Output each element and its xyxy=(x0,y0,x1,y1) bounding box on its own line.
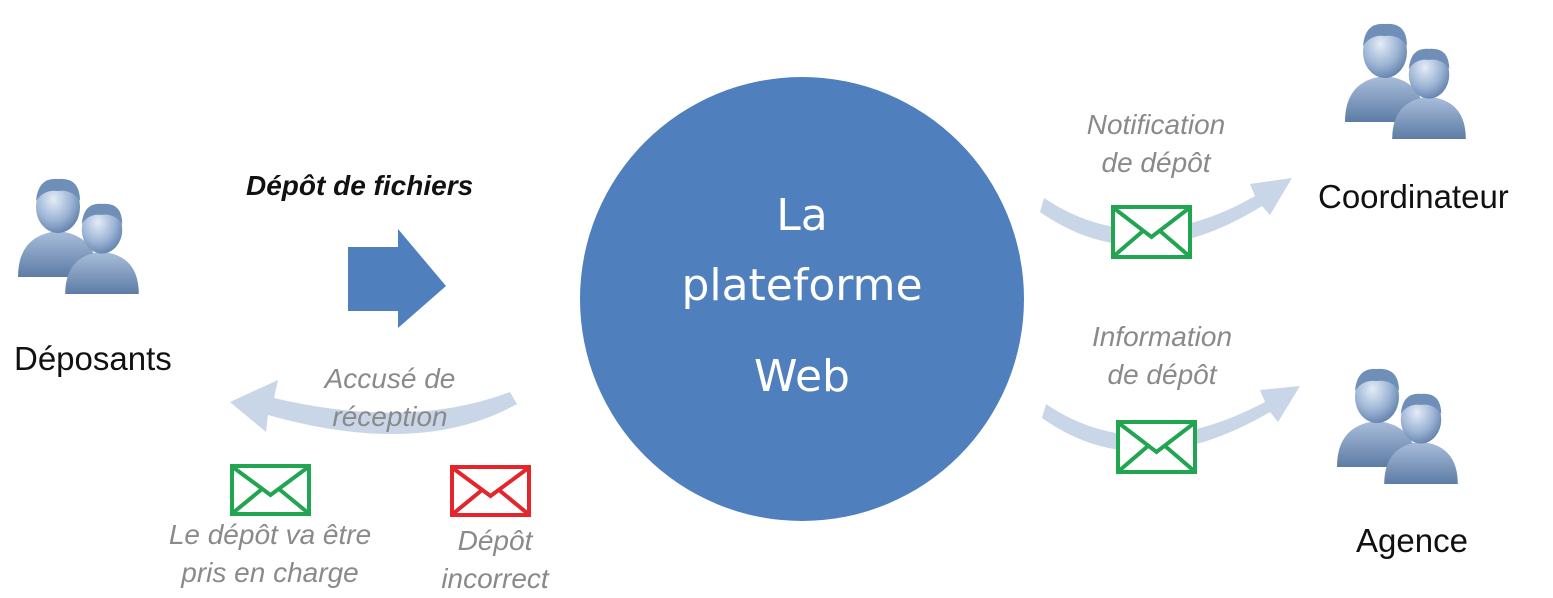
platform-label-line1: La xyxy=(776,190,828,241)
envelope-icon-ok xyxy=(230,464,311,516)
notification-label-line1: Notification xyxy=(1086,109,1226,140)
platform-circle xyxy=(580,77,1024,521)
users-icon-coordinateur xyxy=(1345,24,1466,139)
message-ok-line1: Le dépôt va être xyxy=(168,519,372,550)
ack-label: Accusé de réception xyxy=(290,360,490,436)
message-error-label: Dépôt incorrect xyxy=(415,522,575,598)
information-curved-arrow-icon xyxy=(1042,386,1300,452)
notification-label: Notification de dépôt xyxy=(1056,106,1256,182)
message-error-line2: incorrect xyxy=(441,563,549,594)
users-icon-deposants xyxy=(18,179,139,294)
message-ok-line2: pris en charge xyxy=(181,557,359,588)
users-icon-agence xyxy=(1337,369,1458,484)
actor-label-deposants: Déposants xyxy=(14,340,172,377)
actor-label-agence: Agence xyxy=(1356,522,1468,559)
notification-label-line2: de dépôt xyxy=(1101,147,1211,178)
platform-label-line3: Web xyxy=(754,351,850,402)
envelope-icon-notification xyxy=(1111,205,1192,259)
information-label-line1: Information xyxy=(1091,321,1233,352)
upload-label: Dépôt de fichiers xyxy=(246,170,474,201)
envelope-icon-information xyxy=(1116,420,1197,474)
ack-curved-arrow-icon xyxy=(230,380,517,435)
message-ok-label: Le dépôt va être pris en charge xyxy=(135,516,405,592)
envelope-icon-error xyxy=(450,465,531,517)
information-label: Information de dépôt xyxy=(1062,318,1262,394)
platform-label-line2: plateforme xyxy=(681,260,923,311)
information-label-line2: de dépôt xyxy=(1107,359,1217,390)
actor-label-coordinateur: Coordinateur xyxy=(1318,178,1509,215)
upload-arrow-icon xyxy=(348,229,446,328)
ack-label-line1: Accusé de xyxy=(324,363,456,394)
notification-curved-arrow-icon xyxy=(1040,178,1292,246)
message-error-line1: Dépôt xyxy=(457,525,533,556)
ack-label-line2: réception xyxy=(332,401,448,432)
